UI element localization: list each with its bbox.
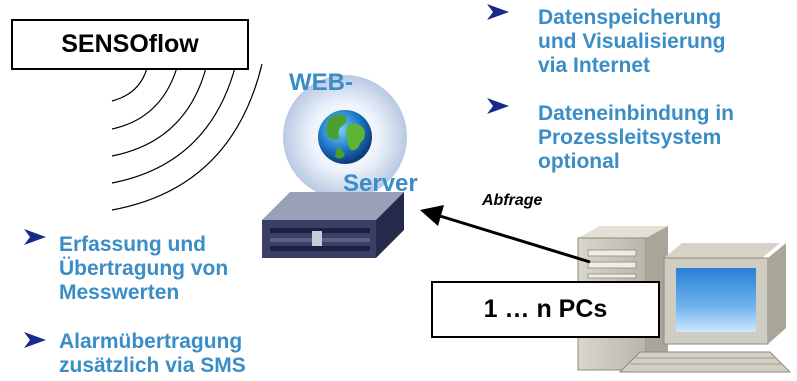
feature-line: und Visualisierung [538,30,726,53]
arrow-bullet-icon [24,4,509,348]
globe-icon [283,75,407,199]
server-rack-icon [262,192,404,258]
feature-line: Übertragung von [59,257,229,280]
feature-line: Erfassung und [59,233,207,256]
feature-line: optional [538,150,620,173]
left-feature-2: Alarmübertragung zusätzlich via SMS [59,330,246,378]
feature-line: zusätzlich via SMS [59,354,246,377]
feature-line: Alarmübertragung [59,330,243,353]
pcs-label: 1 … n PCs [431,281,660,338]
web-server-label-line1: WEB- [289,69,353,96]
right-feature-1: Datenspeicherung und Visualisierung via … [538,6,725,78]
sensoflow-label-text: SENSOflow [61,30,199,58]
feature-line: Dateneinbindung in [538,102,734,125]
feature-line: Datenspeicherung [538,6,722,29]
query-arrow [420,205,591,264]
feature-line: via Internet [538,54,651,77]
feature-line: Prozessleitsystem [538,126,722,149]
pcs-label-text: 1 … n PCs [483,295,608,323]
sensoflow-system-label: SENSOflow [11,19,249,70]
left-feature-1: Erfassung und Übertragung von Messwerten [59,233,228,305]
feature-line: Messwerten [59,281,180,304]
web-server-label-line2: Server [343,170,418,197]
radio-waves-icon [111,63,263,211]
query-arrow-label: Abfrage [482,192,543,209]
right-feature-2: Dateneinbindung in Prozessleitsystem opt… [538,102,734,174]
